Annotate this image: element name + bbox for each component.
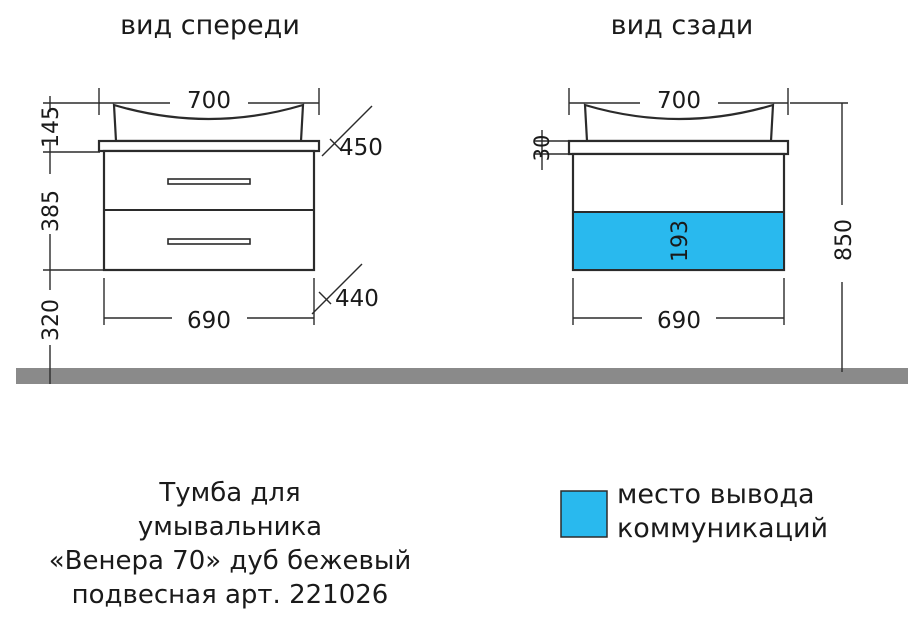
front-view-title: вид спереди	[120, 10, 300, 41]
front-view: 700 450 440 690 145 385 32	[39, 88, 383, 384]
front-depth-450-tick	[329, 138, 343, 152]
front-top-width-label: 700	[187, 88, 231, 114]
back-outlet-height-label: 193	[668, 220, 693, 262]
legend-line-2: коммуникаций	[617, 513, 829, 544]
back-view: 700 193 30 850 690	[530, 88, 857, 372]
front-mount-height-label: 320	[39, 299, 64, 341]
back-top-width-label: 700	[657, 88, 701, 114]
legend-swatch	[560, 490, 608, 538]
legend-line-1: место вывода	[617, 479, 815, 510]
front-sink-height-label: 145	[39, 106, 64, 148]
legend-text: место вывода коммуникаций	[617, 478, 828, 546]
product-line-3: «Венера 70» дуб бежевый	[48, 546, 412, 576]
front-depth-440-label: 440	[335, 286, 379, 312]
product-line-2: умывальника	[137, 512, 323, 542]
product-line-1: Тумба для	[159, 478, 301, 508]
back-thickness-label: 30	[530, 135, 554, 162]
back-sink-bowl	[583, 103, 775, 143]
back-countertop	[567, 139, 790, 156]
back-bottom-width-label: 690	[657, 308, 701, 334]
back-outlet-zone	[574, 212, 783, 269]
front-upper-drawer-handle	[167, 178, 251, 185]
front-sink-bowl	[112, 103, 305, 143]
front-lower-drawer-handle	[167, 238, 251, 245]
front-bottom-width-label: 690	[187, 308, 231, 334]
front-body-height-label: 385	[39, 190, 64, 232]
front-depth-440-tick	[318, 291, 332, 305]
floor-bar	[16, 368, 908, 384]
product-description: Тумба для умывальника «Венера 70» дуб бе…	[10, 476, 450, 612]
front-depth-450-label: 450	[339, 135, 383, 161]
back-total-height-label: 850	[832, 219, 857, 261]
front-depth-450-diagonal	[321, 105, 373, 157]
back-view-title: вид сзади	[611, 10, 754, 41]
front-depth-440-diagonal	[311, 263, 363, 315]
product-line-4: подвесная арт. 221026	[71, 580, 389, 610]
front-countertop	[97, 139, 321, 153]
